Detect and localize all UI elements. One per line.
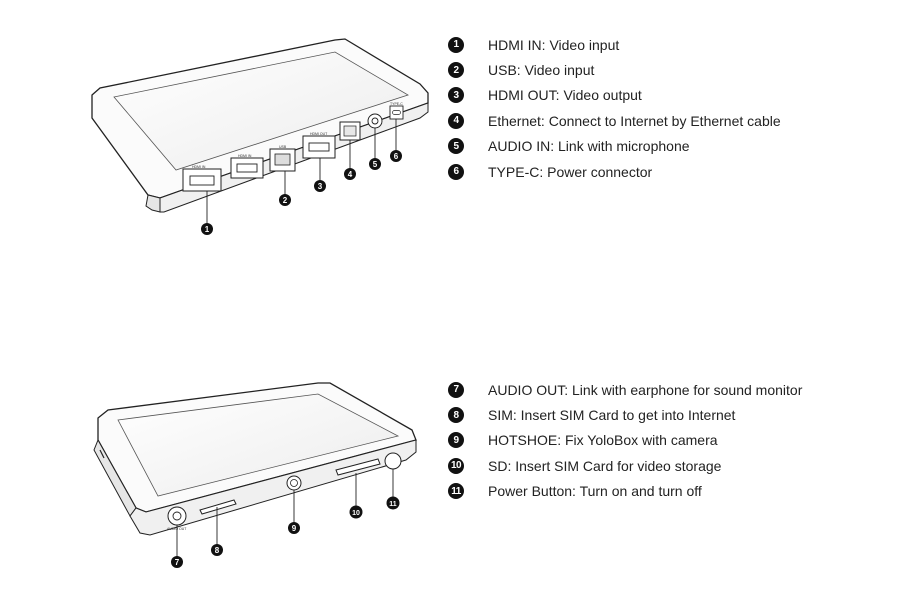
legend-number-badge: 8 (448, 407, 464, 424)
device-bottom: AUDIO OUT 7 8 9 10 11 (93, 382, 417, 568)
callout-8: 8 (211, 544, 223, 556)
port-usb-slot (274, 153, 291, 166)
svg-text:2: 2 (283, 196, 288, 205)
legend-number-badge: 11 (448, 483, 464, 500)
svg-text:4: 4 (348, 170, 353, 179)
legend-text: TYPE-C: Power connector (488, 163, 653, 180)
legend-text: HOTSHOE: Fix YoloBox with camera (488, 432, 718, 449)
legend-item: 11 Power Button: Turn on and turn off (448, 479, 802, 504)
legend-number-badge: 6 (448, 163, 464, 180)
svg-text:5: 5 (373, 160, 378, 169)
legend-text: HDMI OUT: Video output (488, 87, 642, 104)
hotshoe-inner (290, 479, 298, 487)
power-button (384, 452, 402, 470)
callout-4: 4 (344, 168, 356, 180)
slot-sim (199, 499, 237, 515)
legend-number-badge: 10 (448, 457, 464, 474)
svg-text:11: 11 (389, 501, 397, 508)
svg-text:8: 8 (215, 546, 220, 555)
svg-text:7: 7 (175, 558, 180, 567)
legend-text: Power Button: Turn on and turn off (488, 483, 702, 500)
device-top: HDMI IN HDMI IN USB HDMI OUT TYPE-C 1 2 … (91, 38, 429, 235)
callout-5: 5 (369, 158, 381, 170)
device-bottom-left-port (99, 449, 105, 459)
legend-item: 1 HDMI IN: Video input (448, 32, 781, 57)
port-audio-out-hole (172, 511, 182, 521)
svg-text:3: 3 (318, 182, 323, 191)
legend-item: 2 USB: Video input (448, 57, 781, 82)
legend-item: 10 SD: Insert SIM Card for video storage (448, 453, 802, 478)
legend-item: 7 AUDIO OUT: Link with earphone for sound… (448, 377, 802, 402)
legend-item: 9 HOTSHOE: Fix YoloBox with camera (448, 428, 802, 453)
port-ethernet-jack (343, 125, 357, 137)
legend-text: USB: Video input (488, 62, 595, 79)
svg-text:9: 9 (292, 524, 297, 533)
callout-7: 7 (171, 556, 183, 568)
callout-11: 11 (386, 496, 400, 510)
legend-item: 4 Ethernet: Connect to Internet by Ethern… (448, 108, 781, 133)
legend-text: Ethernet: Connect to Internet by Etherne… (488, 112, 781, 129)
port-label-hdmi-out: HDMI OUT (310, 132, 328, 136)
port-label-type-c: TYPE-C (390, 102, 403, 106)
device-top-front (145, 194, 161, 213)
legend-number-badge: 4 (448, 112, 464, 129)
port-hdmi-in-1-slot (189, 175, 215, 186)
svg-text:10: 10 (352, 510, 360, 517)
callout-1: 1 (201, 223, 213, 235)
port-hdmi-out-slot (308, 142, 330, 152)
port-hdmi-in-2-slot (236, 163, 258, 173)
legend-bottom: 7 AUDIO OUT: Link with earphone for sound… (448, 377, 802, 504)
legend-text: AUDIO IN: Link with microphone (488, 138, 690, 155)
device-bottom-screen (117, 393, 400, 497)
svg-text:6: 6 (394, 152, 399, 161)
legend-number-badge: 1 (448, 36, 464, 53)
legend-item: 6 TYPE-C: Power connector (448, 159, 781, 184)
svg-text:1: 1 (205, 225, 210, 234)
legend-number-badge: 3 (448, 87, 464, 104)
legend-text: SD: Insert SIM Card for video storage (488, 457, 722, 474)
legend-number-badge: 7 (448, 381, 464, 398)
port-label-hdmi-in-2: HDMI IN (238, 154, 252, 158)
device-top-screen (113, 51, 409, 171)
callout-9: 9 (288, 522, 300, 534)
callout-2: 2 (279, 194, 291, 206)
slot-sd (335, 458, 381, 476)
legend-number-badge: 9 (448, 432, 464, 449)
callout-3: 3 (314, 180, 326, 192)
callout-10: 10 (349, 505, 363, 519)
legend-item: 3 HDMI OUT: Video output (448, 83, 781, 108)
legend-item: 8 SIM: Insert SIM Card to get into Intern… (448, 402, 802, 427)
port-type-c-slot (392, 110, 401, 115)
port-label-usb: USB (279, 145, 287, 149)
port-audio-in-hole (371, 117, 379, 125)
legend-text: AUDIO OUT: Link with earphone for sound … (488, 381, 803, 398)
legend-text: SIM: Insert SIM Card to get into Interne… (488, 407, 736, 424)
legend-number-badge: 2 (448, 62, 464, 79)
port-label-hdmi-in-1: HDMI IN (192, 165, 206, 169)
legend-number-badge: 5 (448, 138, 464, 155)
legend-text: HDMI IN: Video input (488, 36, 620, 53)
callout-6: 6 (390, 150, 402, 162)
legend-item: 5 AUDIO IN: Link with microphone (448, 134, 781, 159)
